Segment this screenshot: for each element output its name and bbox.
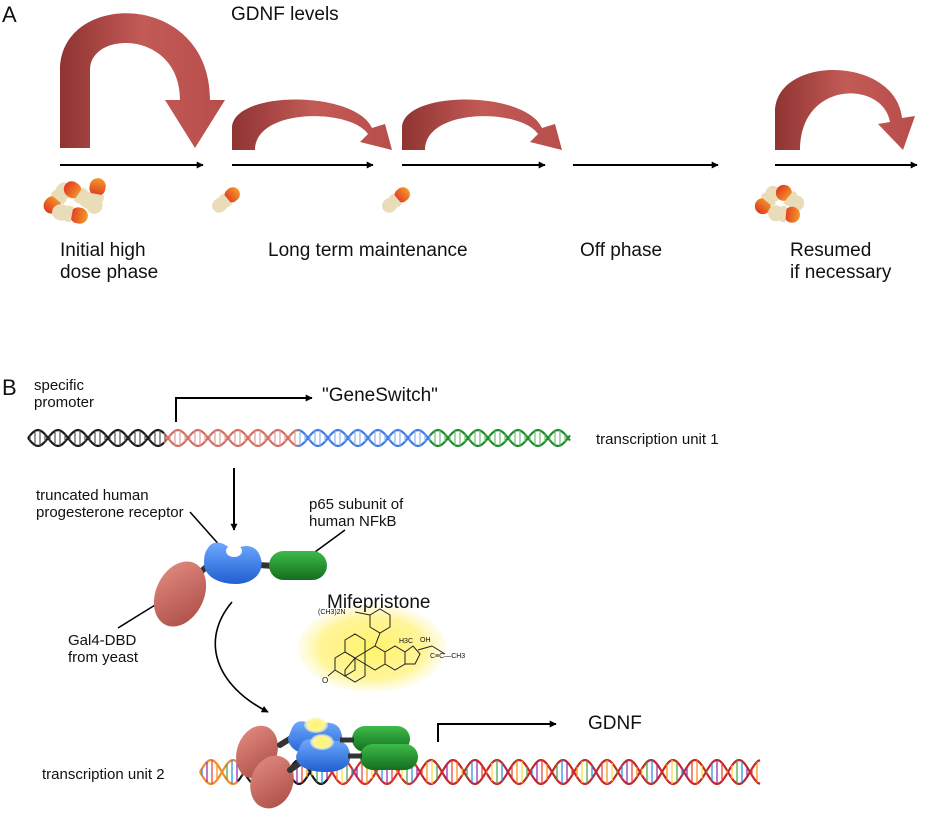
panel-b-letter: B xyxy=(2,375,17,400)
dna-transcription-unit-1 xyxy=(27,428,571,448)
p65-domain xyxy=(269,551,327,580)
phase-maintenance-label: Long term maintenance xyxy=(268,240,468,261)
mifepristone-structure: (CH3)2N H3C OH C≡C—CH3 O xyxy=(298,604,465,692)
gal4-dbd-label: Gal4-DBD from yeast xyxy=(68,632,139,667)
gdnf-level-arc-resumed xyxy=(775,69,915,150)
gdnf-level-arc-initial xyxy=(60,13,225,148)
transcription-unit-2-label: transcription unit 2 xyxy=(42,766,165,783)
gal4-pointer-line xyxy=(117,601,161,629)
svg-text:(CH3)2N: (CH3)2N xyxy=(318,609,346,616)
svg-text:H3C: H3C xyxy=(399,638,413,645)
gdnf-label: GDNF xyxy=(588,713,642,734)
capsule-icon-group-resumed xyxy=(754,184,805,223)
p65-subunit-label: p65 subunit of human NFkB xyxy=(309,496,404,531)
promoter-bent-arrow xyxy=(175,394,313,422)
gal4-dbd-domain xyxy=(153,561,207,627)
phase-initial-label: Initial high dose phase xyxy=(60,240,159,283)
phase-off-label: Off phase xyxy=(580,240,663,261)
transcription-unit-1-label: transcription unit 1 xyxy=(596,431,719,448)
svg-text:O: O xyxy=(322,676,328,685)
receptor-pointer-line xyxy=(189,511,223,549)
binding-curved-arrow xyxy=(214,601,269,713)
capsule-icon-maintenance-1 xyxy=(212,187,240,213)
gdnf-level-arc-maintenance-2 xyxy=(402,99,562,150)
progesterone-receptor-domain xyxy=(204,542,262,584)
svg-text:OH: OH xyxy=(420,637,431,644)
p65-pointer-line xyxy=(314,529,346,553)
phase-resumed-label: Resumed if necessary xyxy=(790,240,892,283)
mifepristone-label: Mifepristone xyxy=(327,592,431,613)
panel-a-letter: A xyxy=(2,2,17,27)
svg-text:C≡C—CH3: C≡C—CH3 xyxy=(430,653,465,660)
truncated-receptor-label: truncated human progesterone receptor xyxy=(36,487,184,522)
capsule-icon-maintenance-2 xyxy=(382,187,410,213)
gdnf-levels-label: GDNF levels xyxy=(231,4,339,25)
specific-promoter-label: specific promoter xyxy=(34,377,95,412)
geneswitch-label: "GeneSwitch" xyxy=(322,385,438,406)
gdnf-bent-arrow xyxy=(437,720,557,742)
geneswitch-protein xyxy=(153,542,327,627)
gdnf-level-arc-maintenance-1 xyxy=(232,99,392,150)
capsule-icon-group-initial xyxy=(43,178,106,224)
bound-geneswitch-complex xyxy=(236,717,418,809)
